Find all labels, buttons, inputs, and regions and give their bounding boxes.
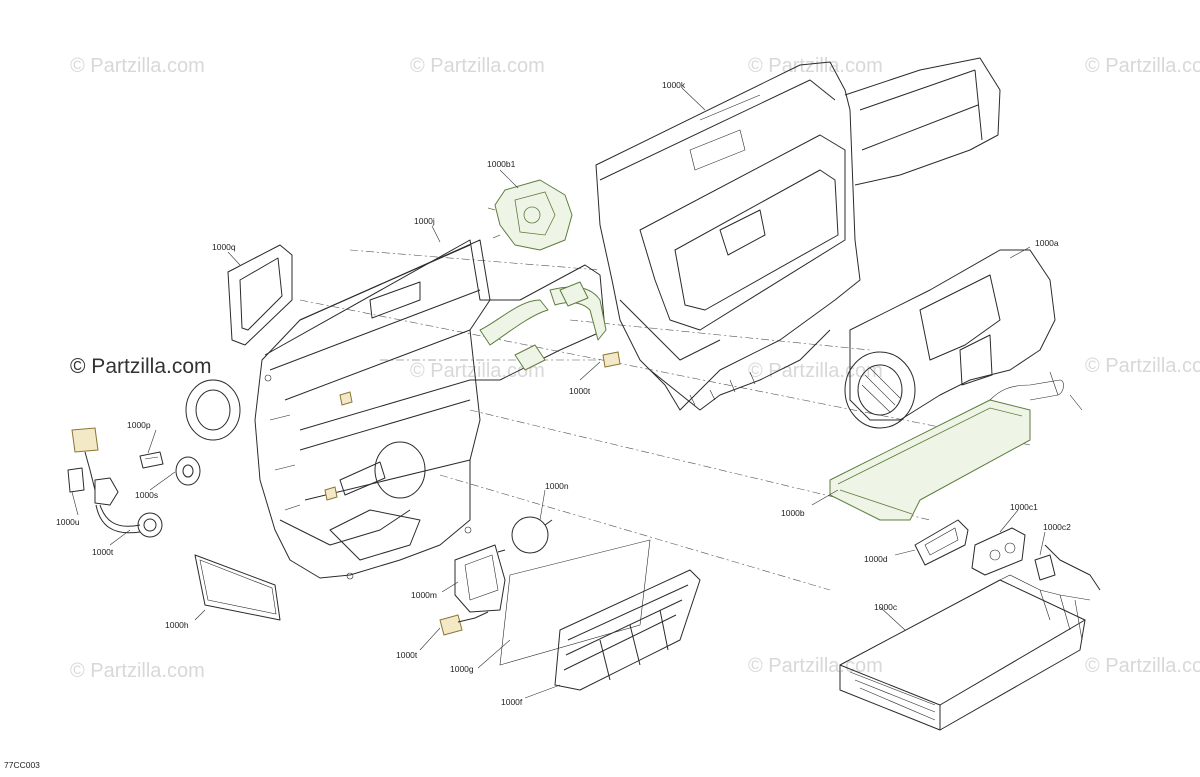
- watermark: © Partzilla.com: [1085, 655, 1200, 677]
- watermark: © Partzilla.com: [410, 55, 545, 77]
- callout-1000q: 1000q: [212, 242, 236, 252]
- watermark: © Partzilla.com: [410, 360, 545, 382]
- connector-1000t-top[interactable]: [602, 351, 621, 368]
- wire-harness-1000t-left[interactable]: [94, 477, 163, 538]
- ring-seal[interactable]: [185, 379, 241, 441]
- filter-frame-1000h[interactable]: [194, 554, 281, 621]
- watermark: © Partzilla.com: [748, 55, 883, 77]
- screw: [324, 391, 353, 501]
- actuator-1000m[interactable]: [439, 544, 506, 636]
- gasket-1000d[interactable]: [914, 519, 969, 566]
- alignment-line: [299, 299, 1031, 446]
- callout-1000p: 1000p: [127, 420, 151, 430]
- gasket-1000q[interactable]: [227, 244, 293, 346]
- callout-1000n: 1000n: [545, 481, 569, 491]
- watermark: © Partzilla.com: [1085, 55, 1200, 77]
- callout-1000s: 1000s: [135, 490, 159, 500]
- callout-1000j: 1000j: [414, 216, 435, 226]
- callout-1000h: 1000h: [165, 620, 189, 630]
- valve-1000c2[interactable]: [1034, 544, 1101, 591]
- callout-1000u: 1000u: [56, 517, 80, 527]
- callout-1000b: 1000b: [781, 508, 805, 518]
- watermark: © Partzilla.com: [748, 360, 883, 382]
- leader-lines: [71, 87, 1046, 699]
- damper-1000n[interactable]: [497, 516, 553, 554]
- clip-1000p[interactable]: [139, 451, 164, 469]
- callout-1000f: 1000f: [501, 697, 523, 707]
- diagram-code: 77CC003: [4, 760, 40, 770]
- grommet-1000s[interactable]: [175, 456, 201, 486]
- alignment-line: [469, 409, 931, 521]
- upper-housing-1000k[interactable]: [595, 57, 1001, 411]
- blower-1000a[interactable]: [844, 249, 1056, 429]
- alignment-line: [569, 319, 871, 351]
- mounting-bracket-1000j[interactable]: [264, 239, 607, 381]
- callout-1000g: 1000g: [450, 664, 474, 674]
- callout-1000d: 1000d: [864, 554, 888, 564]
- watermark: © Partzilla.com: [70, 55, 205, 77]
- alignment-line: [349, 249, 601, 271]
- callout-1000t-left: 1000t: [92, 547, 114, 557]
- actuator-1000b1[interactable]: [487, 179, 573, 251]
- callout-1000t-bottom: 1000t: [396, 650, 418, 660]
- evaporator-1000c[interactable]: [839, 574, 1091, 731]
- main-watermark: © Partzilla.com: [70, 355, 212, 378]
- callout-1000c2: 1000c2: [1043, 522, 1071, 532]
- callout-1000k: 1000k: [662, 80, 686, 90]
- watermark: © Partzilla.com: [1085, 355, 1200, 377]
- watermark: © Partzilla.com: [70, 660, 205, 682]
- callout-1000c1: 1000c1: [1010, 502, 1038, 512]
- callout-1000c: 1000c: [874, 602, 898, 612]
- alignment-line: [439, 474, 831, 591]
- callout-1000t-top: 1000t: [569, 386, 591, 396]
- callout-1000a: 1000a: [1035, 238, 1059, 248]
- callout-1000b1: 1000b1: [487, 159, 516, 169]
- block-1000c1[interactable]: [971, 527, 1026, 576]
- callout-1000m: 1000m: [411, 590, 437, 600]
- grille-1000f[interactable]: [554, 569, 701, 691]
- heater-core-1000b[interactable]: [829, 371, 1083, 521]
- seal-film-1000g[interactable]: [499, 539, 651, 666]
- lower-case[interactable]: [254, 239, 491, 580]
- sensor-1000u[interactable]: [67, 427, 99, 493]
